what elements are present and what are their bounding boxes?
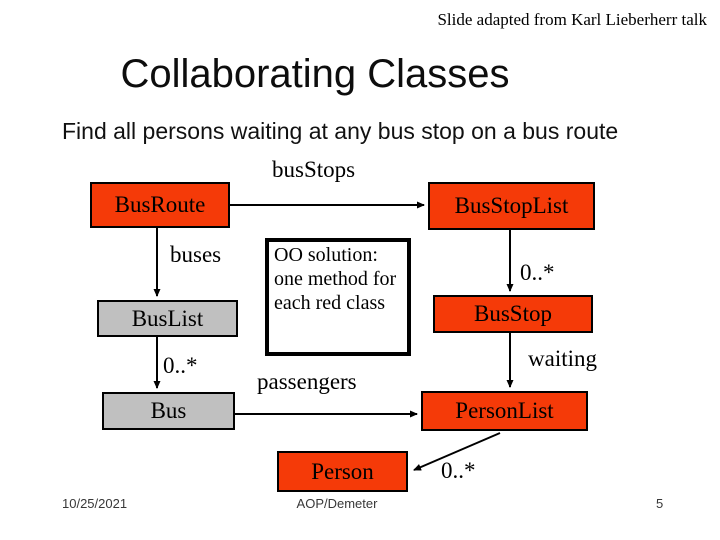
subtitle: Find all persons waiting at any bus stop… bbox=[62, 118, 619, 144]
footer-page-number: 5 bbox=[656, 496, 664, 511]
node-person-list-label: PersonList bbox=[455, 398, 554, 423]
node-person-list: PersonList bbox=[421, 391, 588, 431]
node-person-label: Person bbox=[311, 458, 374, 484]
edge-label-buses: buses bbox=[170, 242, 222, 267]
node-person: Person bbox=[277, 451, 408, 492]
credit-note: Slide adapted from Karl Lieberherr talk bbox=[437, 10, 707, 29]
edge-label-mult-persons: 0..* bbox=[441, 458, 476, 483]
node-bus-stop-label: BusStop bbox=[474, 301, 552, 326]
edge-label-mult-buses: 0..* bbox=[163, 353, 198, 378]
node-bus-stop-list-label: BusStopList bbox=[454, 193, 569, 218]
node-bus-list-label: BusList bbox=[131, 305, 204, 331]
node-bus-stop: BusStop bbox=[433, 295, 593, 333]
edge-label-mult-stops: 0..* bbox=[520, 260, 555, 285]
node-bus-route: BusRoute bbox=[90, 182, 230, 228]
footer-center: AOP/Demeter bbox=[296, 496, 378, 511]
node-bus-stop-list: BusStopList bbox=[428, 182, 595, 230]
footer-date: 10/25/2021 bbox=[62, 496, 128, 511]
node-bus-route-label: BusRoute bbox=[114, 192, 206, 217]
note-box: OO solution: one method for each red cla… bbox=[265, 238, 411, 356]
edge-label-bus-stops: busStops bbox=[272, 157, 356, 182]
node-bus: Bus bbox=[102, 392, 235, 430]
edge-label-waiting: waiting bbox=[528, 346, 597, 371]
page-title: Collaborating Classes bbox=[120, 52, 510, 96]
edge-label-passengers: passengers bbox=[257, 369, 357, 394]
node-bus-list: BusList bbox=[97, 300, 238, 337]
node-bus-label: Bus bbox=[150, 398, 187, 423]
